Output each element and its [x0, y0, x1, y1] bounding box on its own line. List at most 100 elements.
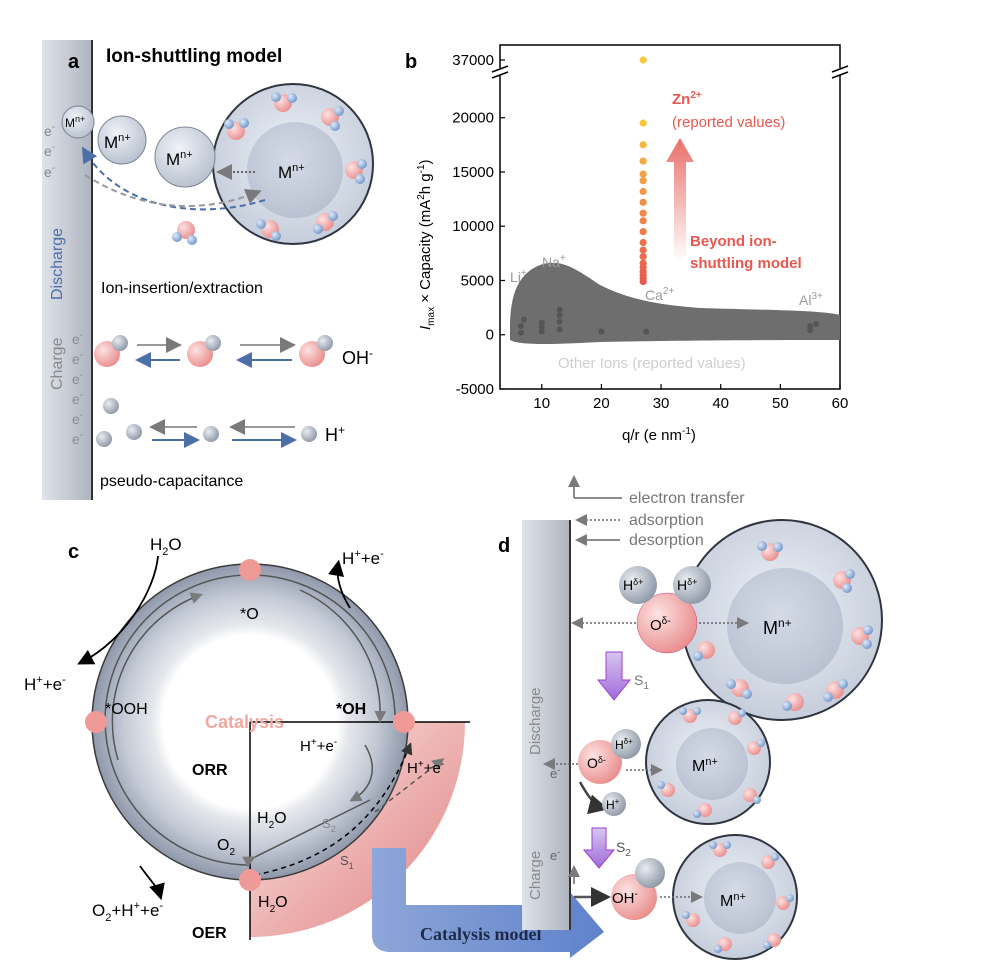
other-ion-data-point [517, 323, 524, 330]
y-tick-label: 20000 [452, 110, 494, 127]
s1-label-c: S1 [340, 853, 354, 871]
axis-break-mask-right [833, 68, 847, 75]
h2o-bottom-label: H2O [258, 894, 288, 915]
orr-cycle-arrow [111, 592, 203, 761]
oh-minus-h [635, 858, 665, 888]
panel-a-letter: a [68, 51, 80, 73]
h-release-arrow [578, 781, 609, 815]
particle-d-mid-core [676, 728, 748, 800]
other-ion-data-point [807, 323, 814, 330]
oh-label-a: OH- [342, 346, 373, 368]
s1-label-d: S1 [634, 672, 649, 692]
x-tick-label: 30 [653, 395, 670, 412]
site-o2 [239, 869, 261, 891]
panel-a: a Ion-shuttling model e- e- e- Mn+ Mn+ M… [42, 40, 374, 500]
other-ion-data-point [538, 328, 545, 335]
s2-arrow-d [582, 827, 616, 869]
h-delta-top-1 [619, 566, 657, 604]
other-ions-label: Other Ions (reported values) [558, 355, 746, 372]
orr-label: ORR [192, 762, 228, 779]
other-ion-data-point [520, 316, 527, 323]
x-tick-label: 50 [772, 395, 789, 412]
star-oh-label: *OH [336, 701, 366, 718]
orr-cycle-arrow-right [299, 589, 387, 723]
charge-label-d: Charge [527, 851, 544, 900]
beyond-label-1: Beyond ion- [690, 233, 777, 250]
hpe-right-label: H++e- [407, 759, 444, 777]
pseudo-capacitance-label: pseudo-capacitance [100, 473, 243, 490]
ion-small-label: Mn+ [65, 114, 85, 130]
y-tick-label: -5000 [456, 381, 494, 398]
other-ion-data-point [538, 319, 545, 326]
m-label-bottom: Mn+ [720, 891, 746, 910]
s2-label-c: S2 [322, 816, 336, 834]
o-delta-top [636, 592, 698, 654]
x-tick-label: 40 [712, 395, 729, 412]
h-plus-ball [602, 792, 626, 816]
panel-c-letter: c [68, 541, 79, 563]
beyond-arrow [666, 138, 694, 262]
electrons-charge: e- e- e- e- e- e- [72, 330, 83, 447]
h-label-a: H+ [325, 423, 345, 445]
x-tick-label: 10 [533, 395, 550, 412]
panel-d-letter: d [498, 535, 510, 557]
svg-text:e-: e- [72, 430, 83, 447]
h-delta-mid [611, 729, 641, 759]
ion-inner-label: Mn+ [166, 149, 193, 169]
h2o-inner-label: H2O [257, 810, 287, 831]
s1-arrow-d [596, 651, 632, 701]
oh-row [94, 335, 333, 368]
x-axis-label: q/r (e nm-1) [622, 426, 696, 444]
oer-label: OER [192, 925, 227, 942]
panel-b-letter: b [405, 51, 417, 73]
svg-text:e-: e- [44, 163, 55, 180]
svg-text:e-: e- [44, 142, 55, 159]
svg-text:e-: e- [72, 370, 83, 387]
discharge-label-d: Discharge [527, 687, 544, 755]
electron-d-2: e- [550, 847, 560, 863]
panel-c: c H2O H++e- H++e- *O *OOH *OH Catalysis [24, 535, 470, 942]
other-ion-data-point [813, 320, 820, 327]
other-ion-data-point [643, 328, 650, 335]
o2-hpe-label: O2+H++e- [92, 900, 163, 924]
catalysis-label: Catalysis [205, 712, 284, 732]
o2-label: O2 [217, 837, 235, 858]
hpe-inner-label: H++e- [300, 737, 337, 755]
h2o-arrow-in [242, 799, 371, 868]
h-delta-label-2: Hδ+ [677, 577, 697, 593]
data-points [517, 56, 820, 336]
other-ions-region [510, 262, 840, 344]
x-tick-label: 20 [593, 395, 610, 412]
legend-desorption-label: desorption [629, 532, 704, 549]
o-delta-label-mid: Oδ- [587, 755, 606, 771]
orr-cycle-path [104, 574, 396, 866]
axis-break-left-1 [491, 65, 509, 73]
y-axis-label: Imax × Capacity (mA2h g-1) [416, 159, 437, 330]
site-ooh [85, 711, 107, 733]
zn-data-point [639, 228, 647, 236]
electron-d-1: e- [550, 765, 560, 781]
zn-note: (reported values) [672, 114, 785, 131]
y-tick-label: 10000 [452, 218, 494, 235]
svg-text:e-: e- [72, 350, 83, 367]
water-molecules-d [657, 541, 873, 953]
other-ion-data-point [556, 306, 563, 313]
zn-label: Zn2+ [672, 90, 702, 108]
h2o-in-arrow [77, 555, 159, 665]
m-label-mid: Mn+ [692, 756, 718, 775]
h2o-top-label: H2O [150, 535, 182, 558]
zn-data-point [639, 177, 647, 185]
svg-text:e-: e- [44, 122, 55, 139]
charge-label-a: Charge [49, 337, 66, 390]
ion-mid [97, 115, 147, 165]
y-tick-label: 5000 [461, 272, 494, 289]
s1-arrow [254, 742, 413, 876]
o-delta-label-top: Oδ- [650, 616, 671, 634]
ion-core-label: Mn+ [278, 162, 305, 182]
ca-label: Ca2+ [645, 286, 674, 303]
s2-label-d: S2 [616, 839, 631, 859]
plot-frame [499, 44, 841, 390]
